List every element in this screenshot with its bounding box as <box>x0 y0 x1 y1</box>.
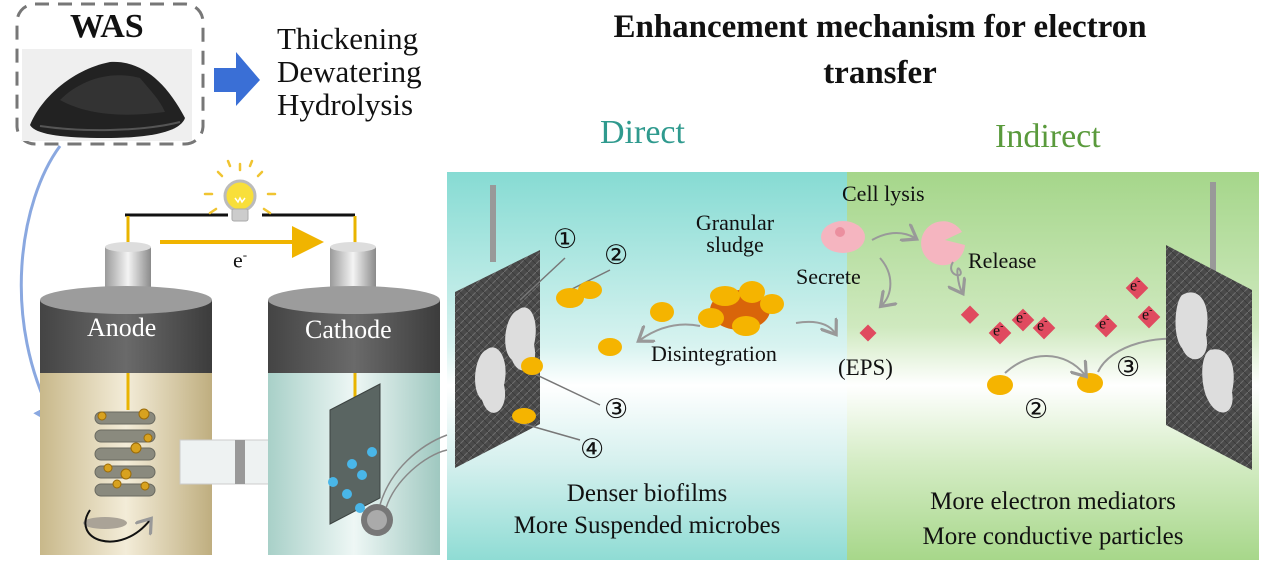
mediator-label: e- <box>1037 316 1048 335</box>
pretreatment-arrow-icon <box>214 52 260 106</box>
marker-3: ③ <box>604 394 629 425</box>
direct-heading: Direct <box>600 114 685 151</box>
anode-chamber <box>40 286 212 555</box>
eps-label: (EPS) <box>838 355 893 380</box>
microbial-cell-icon <box>821 221 865 253</box>
mediator-label: e- <box>1130 276 1141 295</box>
mediator-label: e- <box>1099 314 1110 333</box>
mediator-label: e- <box>993 321 1004 340</box>
pretreatment-steps: Thickening Dewatering Hydrolysis <box>277 22 422 121</box>
was-dashed-box <box>15 2 205 146</box>
indirect-heading: Indirect <box>995 118 1101 155</box>
anode-label: Anode <box>87 313 157 342</box>
eps-diamond <box>859 324 877 342</box>
page-title: Enhancement mechanism for electron trans… <box>613 9 1147 91</box>
indirect-summary: More electron mediators More conductive … <box>922 488 1184 550</box>
disintegration-label: Disintegration <box>651 341 777 366</box>
cathode-chamber <box>268 286 448 555</box>
sludge-image <box>22 49 192 141</box>
mediator-diamond <box>960 305 980 324</box>
conductive-particles-direct <box>512 281 674 424</box>
was-label: WAS <box>70 8 144 45</box>
indirect-marker-3: ③ <box>1116 352 1141 383</box>
marker-2: ② <box>604 240 629 271</box>
mediator-label: e- <box>1142 305 1153 324</box>
lysed-cell-icon <box>921 221 965 266</box>
cell-lysis-label: Cell lysis <box>842 181 925 206</box>
feed-arrow-icon <box>19 145 62 428</box>
pretreatment-step: Dewatering <box>277 54 422 89</box>
secrete-label: Secrete <box>796 264 861 289</box>
marker-1: ① <box>553 224 578 255</box>
pretreatment-step: Hydrolysis <box>277 87 414 122</box>
granular-sludge-icon <box>698 281 784 336</box>
release-label: Release <box>968 248 1037 273</box>
cathode-label: Cathode <box>305 315 392 344</box>
direct-summary: Denser biofilms More Suspended microbes <box>513 480 781 539</box>
pretreatment-step: Thickening <box>277 21 419 56</box>
electron-mediators <box>988 276 1161 345</box>
light-bulb-icon <box>203 159 277 222</box>
granular-sludge-label: Granular sludge <box>695 210 775 257</box>
indirect-marker-2: ② <box>1024 394 1049 425</box>
electron-label: e- <box>233 247 248 273</box>
marker-4: ④ <box>580 434 605 465</box>
mediator-label: e- <box>1016 308 1027 327</box>
